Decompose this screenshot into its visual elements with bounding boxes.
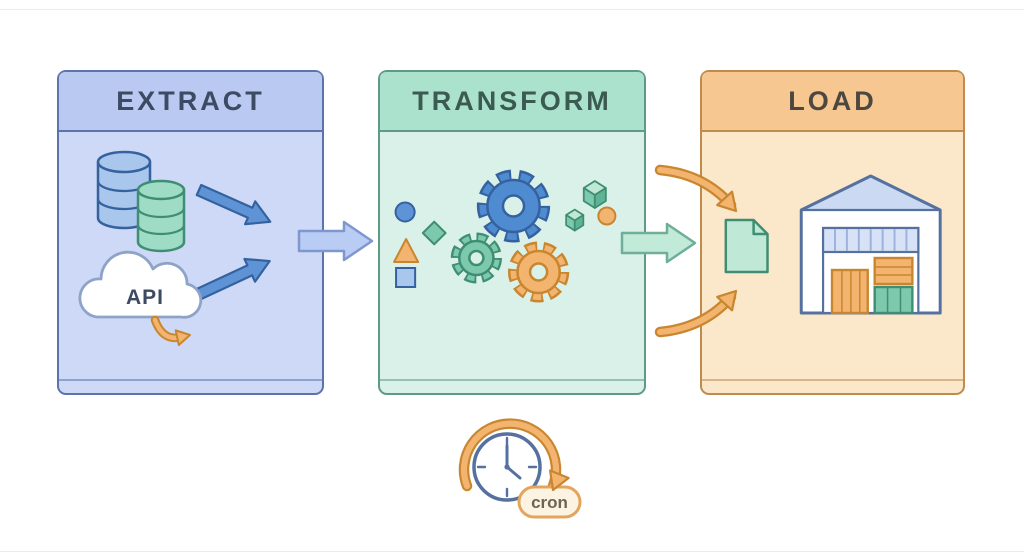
flow-arrow-icon xyxy=(195,183,272,226)
crate-icon xyxy=(873,285,914,315)
transform-icons-canvas xyxy=(393,169,617,303)
flow-arrow-icon xyxy=(195,257,271,301)
load-title: LOAD xyxy=(788,85,877,116)
warehouse-icon xyxy=(799,174,942,315)
load-panel: LOAD xyxy=(700,70,965,395)
shape-diamond-icon xyxy=(421,220,447,246)
load-panel-body xyxy=(702,132,963,393)
transform-panel-header: TRANSFORM xyxy=(380,72,644,132)
shape-triangle-icon xyxy=(393,238,420,263)
transform-panel: TRANSFORM xyxy=(378,70,646,395)
cron-badge: cron xyxy=(517,485,582,519)
extract-title: EXTRACT xyxy=(116,85,265,116)
circular-arrow-icon xyxy=(458,418,562,492)
load-icons-canvas xyxy=(724,174,942,315)
shape-square-icon xyxy=(395,267,417,288)
extract-panel-body: API xyxy=(59,132,322,393)
frame-line-bottom xyxy=(0,551,1024,552)
extract-panel: EXTRACT xyxy=(57,70,324,395)
refresh-arrow-icon xyxy=(150,315,191,347)
crate-icon xyxy=(830,268,869,315)
clock-icon xyxy=(472,432,542,502)
cube-icon xyxy=(565,208,585,232)
api-cloud-icon: API xyxy=(78,250,203,319)
transform-panel-body xyxy=(380,132,644,393)
gear-icon xyxy=(476,169,551,243)
cube-icon xyxy=(582,180,607,209)
shape-circle-icon xyxy=(394,201,416,223)
load-panel-header: LOAD xyxy=(702,72,963,132)
api-label: API xyxy=(126,286,164,309)
gear-icon xyxy=(450,232,502,284)
database-icon xyxy=(136,179,186,253)
file-icon xyxy=(724,218,769,274)
arrowhead-icon xyxy=(548,469,570,492)
crate-icon xyxy=(873,256,914,286)
shape-circle-icon xyxy=(597,206,617,226)
cron-label: cron xyxy=(531,493,568,512)
transform-title: TRANSFORM xyxy=(412,85,612,116)
extract-panel-header: EXTRACT xyxy=(59,72,322,132)
extract-icons-canvas: API xyxy=(78,150,272,347)
gear-icon xyxy=(507,241,570,303)
frame-line-top xyxy=(0,9,1024,10)
